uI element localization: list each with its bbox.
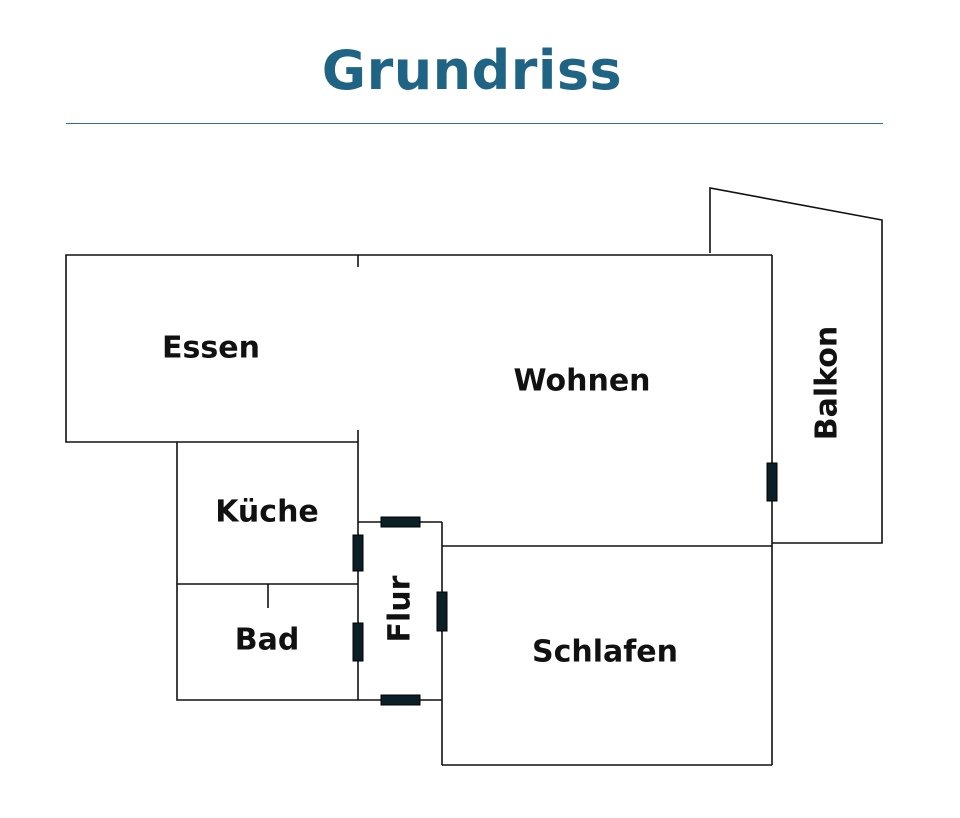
wall-essen — [65, 254, 358, 443]
door-flur-schlafen — [436, 591, 448, 632]
door-flur-entrance — [380, 694, 421, 706]
door-flur-bad — [352, 622, 364, 662]
wall-balkon — [709, 187, 883, 544]
walls — [65, 187, 883, 766]
door-wohnen-balkon — [766, 462, 778, 502]
room-label-essen: Essen — [162, 331, 260, 366]
title-divider — [66, 123, 883, 124]
door-flur-wohnen — [380, 516, 421, 528]
room-label-kueche: Küche — [215, 495, 319, 530]
page-title: Grundriss — [321, 39, 623, 102]
room-label-balkon: Balkon — [810, 326, 845, 441]
room-label-bad: Bad — [235, 623, 300, 658]
room-label-wohnen: Wohnen — [513, 364, 650, 399]
wall-kueche-bad-left — [176, 442, 382, 701]
room-label-schlafen: Schlafen — [532, 635, 678, 670]
room-labels: Essen Wohnen Balkon Küche Bad Flur Schla… — [162, 326, 844, 670]
room-label-flur: Flur — [383, 575, 418, 642]
doors — [352, 462, 778, 706]
door-flur-kueche — [352, 534, 364, 572]
